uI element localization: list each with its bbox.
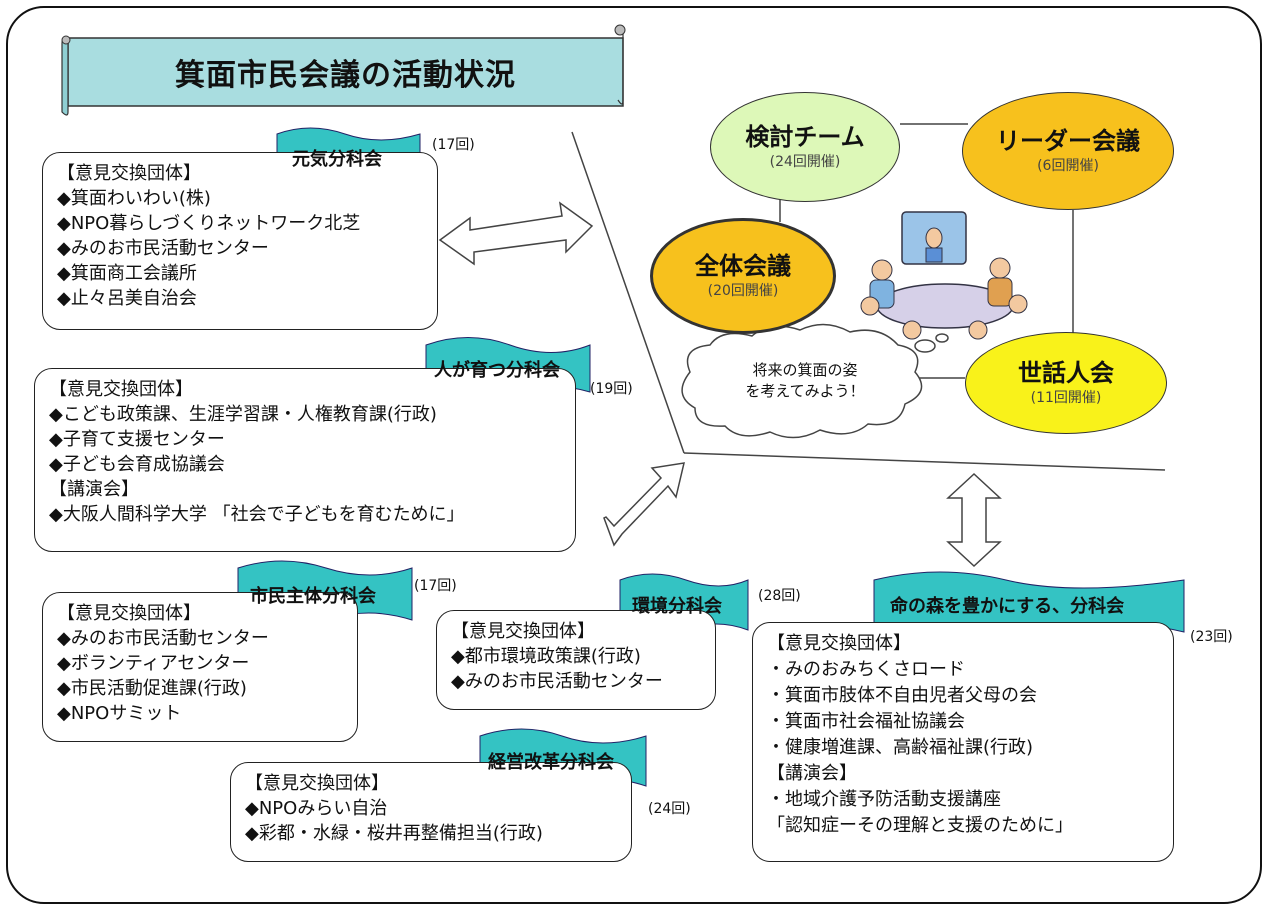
group-line: ◆みのお市民活動センター <box>451 671 663 692</box>
group-line: ◆箕面わいわい(株) <box>57 188 211 209</box>
node-sewanin-kai: 世話人会 (11回開催) <box>965 332 1167 434</box>
group-line: ◆大阪人間科学大学 「社会で子どもを育むために」 <box>49 504 465 525</box>
node-sewa-title: 世話人会 <box>1018 359 1114 387</box>
count-genki: (17回) <box>432 137 475 153</box>
node-kento-count: (24回開催) <box>769 154 841 170</box>
cloud-line-1: 将来の箕面の姿 <box>752 361 858 379</box>
group-line: ・箕面市社会福祉協議会 <box>767 711 965 732</box>
divider-diagonal <box>571 131 685 454</box>
node-sewa-count: (11回開催) <box>1030 390 1102 406</box>
group-line: ◆都市環境政策課(行政) <box>451 646 641 667</box>
node-zentai-count: (20回開催) <box>707 283 779 299</box>
group-box-shimin: 【意見交換団体】 ◆みのお市民活動センター ◆ボランティアセンター ◆市民活動促… <box>42 592 358 742</box>
cloud-line-2: を考えてみよう！ <box>745 382 865 400</box>
group-line: ◆子育て支援センター <box>49 429 225 450</box>
group-line: ◆箕面商工会議所 <box>57 263 197 284</box>
group-line: ◆子ども会育成協議会 <box>49 454 225 475</box>
group-box-inochi: 【意見交換団体】 ・みのおみちくさロード ・箕面市肢体不自由児者父母の会 ・箕面… <box>752 622 1174 862</box>
group-line: 【講演会】 <box>49 479 139 500</box>
group-line: 【意見交換団体】 <box>245 773 389 794</box>
flag-genki-label: 元気分科会 <box>292 149 382 170</box>
meeting-people-illustration <box>860 211 1028 340</box>
flag-kankyo-label: 環境分科会 <box>632 596 722 617</box>
node-kento-team: 検討チーム (24回開催) <box>710 92 900 202</box>
group-line: 【意見交換団体】 <box>57 163 201 184</box>
group-line: 【意見交換団体】 <box>451 621 595 642</box>
node-zentai-kaigi: 全体会議 (20回開催) <box>650 218 836 334</box>
group-line: 【意見交換団体】 <box>767 633 911 654</box>
group-line: ・みのおみちくさロード <box>767 659 965 680</box>
group-line: ◆市民活動促進課(行政) <box>57 678 247 699</box>
double-arrow-horizontal <box>438 201 594 266</box>
flag-hito-label: 人が育つ分科会 <box>434 360 560 381</box>
title-banner <box>61 24 626 116</box>
group-line: 【講演会】 <box>767 763 857 784</box>
group-line: 【意見交換団体】 <box>49 379 193 400</box>
group-line: ・箕面市肢体不自由児者父母の会 <box>767 685 1037 706</box>
group-box-hito: 【意見交換団体】 ◆こども政策課、生涯学習課・人権教育課(行政) ◆子育て支援セ… <box>34 368 576 552</box>
flag-shimin-label: 市民主体分科会 <box>250 586 376 607</box>
thought-cloud-text: 将来の箕面の姿 を考えてみよう！ <box>700 360 910 402</box>
count-inochi: (23回) <box>1190 629 1233 645</box>
node-leader-kaigi: リーダー会議 (6回開催) <box>962 92 1174 210</box>
divider-bottom <box>683 452 1166 471</box>
flag-keiei-label: 経営改革分科会 <box>488 752 614 773</box>
page-title: 箕面市民会議の活動状況 <box>175 58 516 93</box>
group-line: 【意見交換団体】 <box>57 603 201 624</box>
group-line: ◆彩都・水緑・桜井再整備担当(行政) <box>245 823 543 844</box>
group-line: ・地域介護予防活動支援講座 <box>767 789 1001 810</box>
node-leader-title: リーダー会議 <box>996 127 1140 155</box>
group-line: 「認知症ーその理解と支援のために」 <box>767 815 1073 836</box>
group-line: ◆こども政策課、生涯学習課・人権教育課(行政) <box>49 404 437 425</box>
node-leader-count: (6回開催) <box>1037 158 1099 174</box>
count-keiei: (24回) <box>648 801 691 817</box>
group-line: ◆みのお市民活動センター <box>57 628 269 649</box>
group-box-genki: 【意見交換団体】 ◆箕面わいわい(株) ◆NPO暮らしづくりネットワーク北芝 ◆… <box>42 152 438 330</box>
thought-cloud <box>681 323 949 439</box>
count-kankyo: (28回) <box>758 588 801 604</box>
node-zentai-title: 全体会議 <box>695 252 791 280</box>
group-line: ・健康増進課、高齢福祉課(行政) <box>767 737 1034 758</box>
count-hito: (19回) <box>590 381 633 397</box>
group-line: ◆みのお市民活動センター <box>57 238 269 259</box>
group-box-kankyo: 【意見交換団体】 ◆都市環境政策課(行政) ◆みのお市民活動センター <box>436 610 716 710</box>
group-line: ◆NPOサミット <box>57 703 182 724</box>
group-line: ◆NPOみらい自治 <box>245 798 388 819</box>
double-arrow-vertical <box>946 472 1002 568</box>
flag-inochi-label: 命の森を豊かにする、分科会 <box>890 596 1125 617</box>
node-kento-title: 検討チーム <box>745 123 865 151</box>
group-line: ◆NPO暮らしづくりネットワーク北芝 <box>57 213 361 234</box>
group-line: ◆ボランティアセンター <box>57 653 250 674</box>
group-box-keiei: 【意見交換団体】 ◆NPOみらい自治 ◆彩都・水緑・桜井再整備担当(行政) <box>230 762 632 862</box>
count-shimin: (17回) <box>414 578 457 594</box>
double-arrow-diagonal <box>603 462 685 547</box>
group-line: ◆止々呂美自治会 <box>57 288 197 309</box>
